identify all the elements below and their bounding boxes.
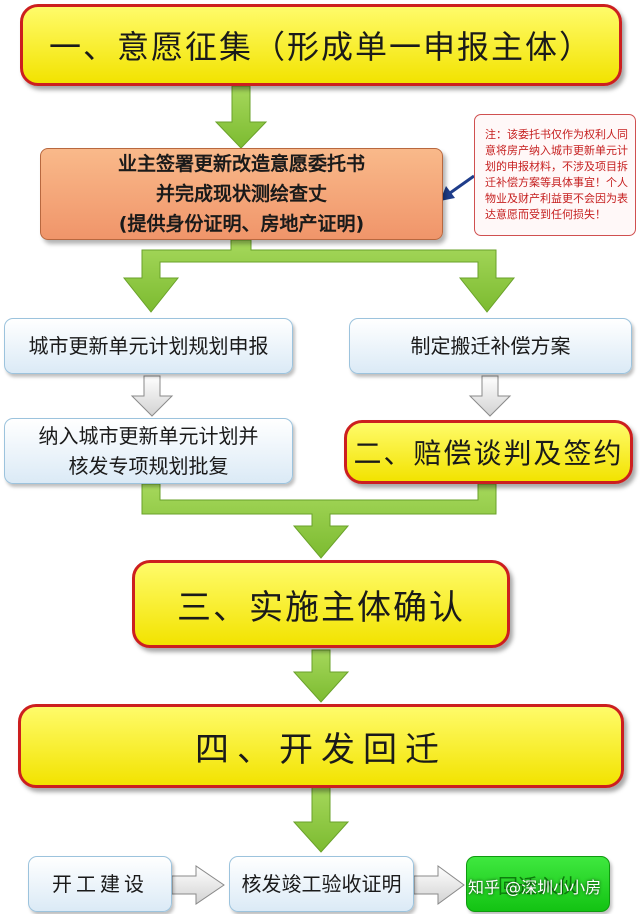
sign-box: 业主签署更新改造意愿委托书 并完成现状测绘查丈 (提供身份证明、房地产证明) — [40, 148, 443, 240]
stage4-box: 四、开发回迁 — [18, 704, 624, 788]
down-arrow-stage4 — [292, 785, 350, 853]
down-arrow-stage1 — [214, 85, 268, 149]
split-connector — [122, 239, 516, 313]
left-step2-text: 纳入城市更新单元计划并 核发专项规划批复 — [38, 424, 259, 478]
left-step1-text: 城市更新单元计划规划申报 — [28, 334, 269, 358]
sign-box-text: 业主签署更新改造意愿委托书 并完成现状测绘查丈 (提供身份证明、房地产证明) — [117, 153, 365, 235]
left-step1-box: 城市更新单元计划规划申报 — [4, 318, 293, 374]
stage2-box: 二、赔偿谈判及签约 — [344, 420, 633, 484]
stage2-title: 二、赔偿谈判及签约 — [353, 437, 624, 470]
watermark-text: 知乎 @深圳小小房 — [468, 878, 602, 897]
stage4-title: 四、开发回迁 — [195, 729, 447, 770]
note-pointer-line — [449, 174, 475, 195]
right-arrow-1 — [171, 865, 225, 905]
down-arrow-stage3 — [292, 649, 350, 703]
right-step1-text: 制定搬迁补偿方案 — [410, 334, 571, 358]
note-text: 注：该委托书仅作为权利人同意将房产纳入城市更新单元计划的申报材料，不涉及项目拆迁… — [485, 128, 628, 221]
note-box: 注：该委托书仅作为权利人同意将房产纳入城市更新单元计划的申报材料，不涉及项目拆迁… — [474, 114, 636, 236]
merge-connector — [141, 483, 497, 559]
bottom-step3-text: 回迁入伙 — [498, 873, 578, 898]
note-pointer-head — [440, 186, 455, 201]
bottom-step1-box: 开工建设 — [28, 856, 172, 912]
stage1-title: 一、意愿征集（形成单一申报主体） — [48, 28, 593, 66]
left-step2-box: 纳入城市更新单元计划并 核发专项规划批复 — [4, 418, 293, 484]
down-arrow-right — [468, 375, 512, 417]
bottom-step3-box: 回迁入伙 — [466, 856, 610, 912]
right-arrow-2 — [413, 865, 465, 905]
bottom-step2-box: 核发竣工验收证明 — [229, 856, 414, 912]
bottom-step1-text: 开工建设 — [52, 872, 148, 896]
bottom-step2-text: 核发竣工验收证明 — [241, 872, 402, 896]
stage3-box: 三、实施主体确认 — [132, 560, 510, 648]
stage3-title: 三、实施主体确认 — [177, 587, 465, 628]
down-arrow-left — [130, 375, 174, 417]
right-step1-box: 制定搬迁补偿方案 — [349, 318, 632, 374]
stage1-box: 一、意愿征集（形成单一申报主体） — [20, 4, 622, 86]
